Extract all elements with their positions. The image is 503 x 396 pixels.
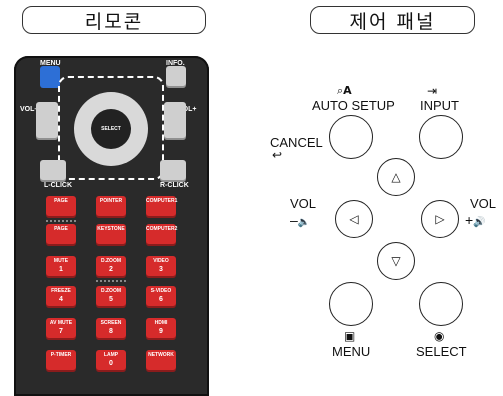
btn-label: POINTER bbox=[99, 198, 123, 204]
hdmi-button[interactable]: HDMI 9 bbox=[146, 318, 176, 340]
btn-label: COMPUTER1 bbox=[146, 198, 178, 204]
up-button[interactable]: △ bbox=[377, 158, 415, 196]
vol-right-label: VOL bbox=[470, 196, 497, 211]
speaker-loud-icon: 🔊 bbox=[473, 217, 486, 228]
vol-minus-label: VOL– bbox=[20, 106, 39, 113]
speaker-icon: 🔈 bbox=[297, 217, 311, 228]
auto-setup-glyph: A bbox=[343, 84, 352, 97]
screen-button[interactable]: SCREEN 8 bbox=[96, 318, 126, 340]
menu-label: MENU bbox=[40, 60, 61, 67]
btn-label: COMPUTER2 bbox=[146, 226, 178, 232]
up-arrow-icon: △ bbox=[391, 170, 401, 184]
btn-digit: 5 bbox=[109, 296, 113, 303]
btn-label: HDMI bbox=[154, 320, 168, 326]
r-click-button[interactable] bbox=[160, 160, 186, 182]
left-button[interactable]: ◁ bbox=[335, 200, 373, 238]
info-button[interactable] bbox=[166, 66, 186, 88]
cancel-label: CANCEL bbox=[270, 135, 323, 150]
btn-label: VIDEO bbox=[153, 258, 169, 264]
btn-digit: 4 bbox=[59, 296, 63, 303]
input-label: INPUT bbox=[420, 98, 459, 113]
lamp-button[interactable]: LAMP 0 bbox=[96, 350, 126, 372]
divider bbox=[46, 220, 76, 222]
btn-label: P-TIMER bbox=[50, 352, 72, 358]
vol-left-sign: –🔈 bbox=[290, 212, 310, 228]
navigation-highlight bbox=[58, 76, 164, 180]
computer2-button[interactable]: COMPUTER2 bbox=[146, 224, 178, 246]
d-zoom-down-button[interactable]: D.ZOOM 5 bbox=[96, 286, 126, 308]
btn-label: PAGE bbox=[54, 226, 68, 232]
btn-digit: 1 bbox=[59, 266, 63, 273]
vol-plus-sign: + bbox=[465, 212, 474, 228]
info-label: INFO. bbox=[166, 60, 185, 67]
right-arrow-icon: ▷ bbox=[435, 212, 445, 226]
vol-left-label: VOL bbox=[290, 196, 317, 211]
btn-digit: 2 bbox=[109, 266, 113, 273]
btn-label: D.ZOOM bbox=[101, 288, 121, 294]
right-button[interactable]: ▷ bbox=[421, 200, 459, 238]
l-click-button[interactable] bbox=[40, 160, 66, 182]
select-icon: ◉ bbox=[434, 329, 445, 343]
btn-digit: 0 bbox=[109, 360, 113, 367]
divider bbox=[96, 280, 126, 282]
vol-minus-button[interactable] bbox=[36, 102, 58, 140]
vol-plus-label: VOL+ bbox=[178, 106, 197, 113]
btn-digit: 3 bbox=[159, 266, 163, 273]
input-icon: ⇥ bbox=[427, 84, 438, 98]
btn-digit: 6 bbox=[159, 296, 163, 303]
btn-digit: 8 bbox=[109, 328, 113, 335]
pointer-button[interactable]: POINTER bbox=[96, 196, 126, 218]
vol-right-sign: +🔊 bbox=[465, 212, 486, 228]
auto-setup-icon: ⌕A bbox=[337, 84, 352, 97]
btn-label: LAMP bbox=[103, 352, 119, 358]
btn-label: MUTE bbox=[53, 258, 69, 264]
btn-label: S-VIDEO bbox=[150, 288, 172, 294]
btn-label: D.ZOOM bbox=[101, 258, 121, 264]
page-up-button[interactable]: PAGE bbox=[46, 196, 76, 218]
vol-minus-sign: – bbox=[290, 212, 298, 228]
btn-digit: 7 bbox=[59, 328, 63, 335]
menu-panel-label: MENU bbox=[332, 344, 371, 359]
p-timer-button[interactable]: P-TIMER bbox=[46, 350, 76, 372]
av-mute-button[interactable]: AV MUTE 7 bbox=[46, 318, 76, 340]
computer1-button[interactable]: COMPUTER1 bbox=[146, 196, 178, 218]
btn-label: SCREEN bbox=[100, 320, 122, 326]
video-button[interactable]: VIDEO 3 bbox=[146, 256, 176, 278]
btn-label: NETWORK bbox=[148, 352, 174, 358]
select-panel-label: SELECT bbox=[416, 344, 467, 359]
network-button[interactable]: NETWORK bbox=[146, 350, 176, 372]
btn-label: KEYSTONE bbox=[97, 226, 125, 232]
remote-select-button[interactable]: SELECT bbox=[91, 109, 131, 149]
btn-label: FREEZE bbox=[51, 288, 71, 294]
r-click-label: R-CLICK bbox=[160, 182, 189, 189]
menu-button[interactable] bbox=[40, 66, 60, 88]
left-arrow-icon: ◁ bbox=[349, 212, 359, 226]
cancel-icon: ↩ bbox=[272, 148, 283, 162]
vol-plus-button[interactable] bbox=[164, 102, 186, 140]
freeze-button[interactable]: FREEZE 4 bbox=[46, 286, 76, 308]
menu-panel-button[interactable] bbox=[329, 282, 373, 326]
menu-icon: ▣ bbox=[344, 329, 356, 343]
keystone-button[interactable]: KEYSTONE bbox=[96, 224, 126, 246]
s-video-button[interactable]: S-VIDEO 6 bbox=[146, 286, 176, 308]
panel-header: 제어 패널 bbox=[310, 6, 475, 34]
auto-setup-label: AUTO SETUP bbox=[312, 98, 395, 113]
input-button[interactable] bbox=[419, 115, 463, 159]
select-panel-button[interactable] bbox=[419, 282, 463, 326]
btn-label: AV MUTE bbox=[49, 320, 73, 326]
down-button[interactable]: ▽ bbox=[377, 242, 415, 280]
btn-digit: 9 bbox=[159, 328, 163, 335]
auto-setup-button[interactable] bbox=[329, 115, 373, 159]
mute-button[interactable]: MUTE 1 bbox=[46, 256, 76, 278]
page-down-button[interactable]: PAGE bbox=[46, 224, 76, 246]
btn-label: PAGE bbox=[54, 198, 68, 204]
d-zoom-up-button[interactable]: D.ZOOM 2 bbox=[96, 256, 126, 278]
remote-header: 리모콘 bbox=[22, 6, 206, 34]
remote-control: MENU INFO. VOL– VOL+ SELECT L-CLICK R-CL… bbox=[14, 56, 209, 396]
down-arrow-icon: ▽ bbox=[391, 254, 401, 268]
l-click-label: L-CLICK bbox=[44, 182, 72, 189]
